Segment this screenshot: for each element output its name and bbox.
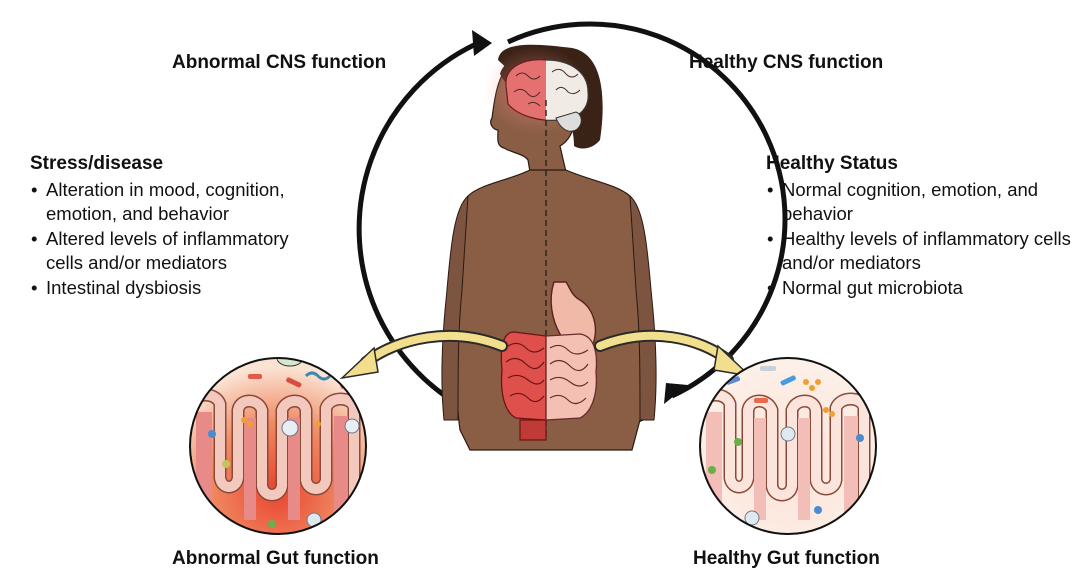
human-figure [441,44,657,451]
healthy-gut-heading: Healthy Gut function [693,548,880,569]
abnormal-gut-heading: Abnormal Gut function [172,548,379,569]
stress-disease-panel: Stress/disease Alteration in mood, cogni… [30,152,330,300]
list-item: Altered levels of inflammatory cells and… [30,227,330,276]
abnormal-cns-heading: Abnormal CNS function [172,52,387,73]
list-item: Alteration in mood, cognition, emotion, … [30,178,330,227]
healthy-gut-zoom [699,357,877,535]
list-item: Normal cognition, emotion, and behavior [766,178,1071,227]
clockwise-cycle-arrow-icon [472,30,492,56]
healthy-status-panel: Healthy Status Normal cognition, emotion… [766,152,1071,300]
intestine-icon [500,331,598,441]
stress-disease-list: Alteration in mood, cognition, emotion, … [30,178,330,301]
list-item: Normal gut microbiota [766,276,1071,301]
healthy-cns-heading: Healthy CNS function [689,52,884,73]
healthy-status-title: Healthy Status [766,153,898,174]
microbe-icon [708,366,864,526]
stress-disease-title: Stress/disease [30,153,164,174]
gut-to-zoom-arrows [339,329,753,380]
healthy-status-list: Normal cognition, emotion, and behavior … [766,178,1071,301]
brain-icon [505,59,589,132]
list-item: Intestinal dysbiosis [30,276,330,301]
clockwise-cycle-arrow-icon [664,383,688,404]
list-item: Healthy levels of inflammatory cells and… [766,227,1071,276]
abnormal-gut-zoom [189,357,367,535]
